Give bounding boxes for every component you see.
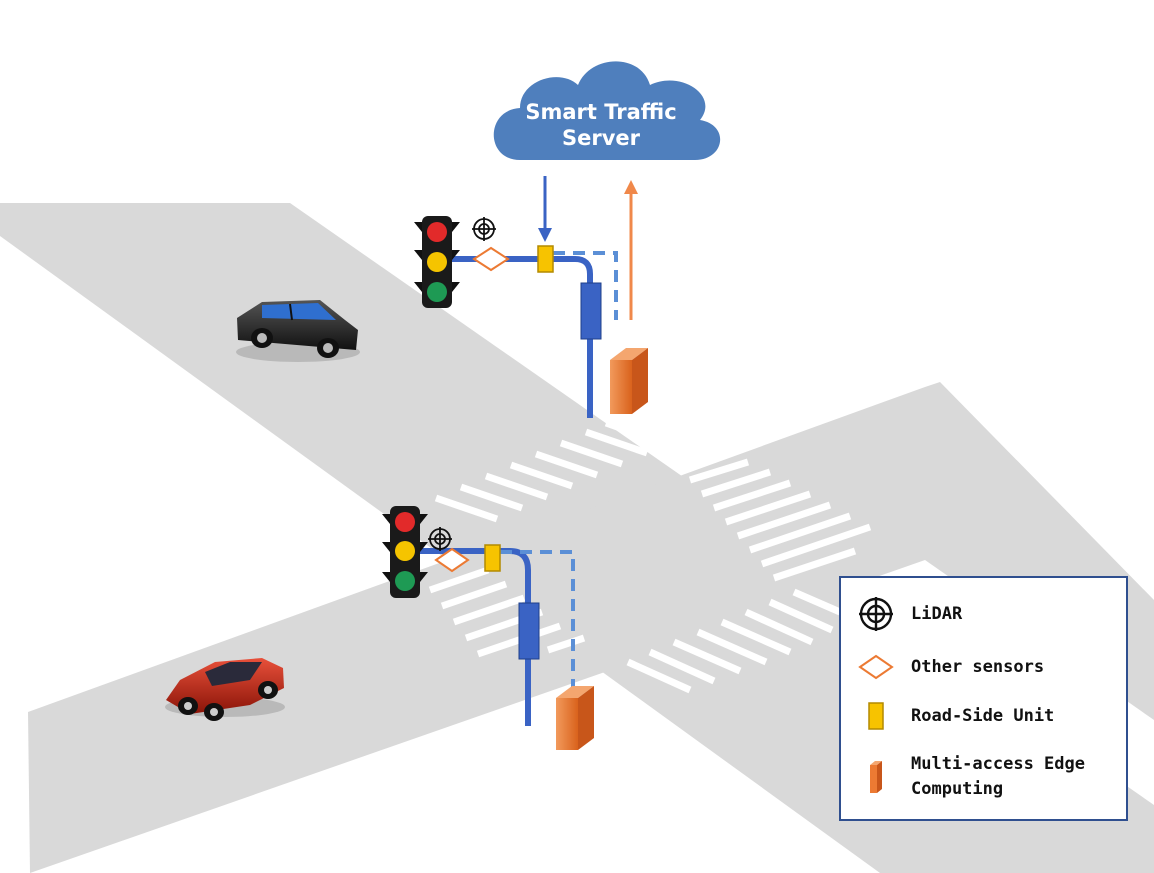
legend: LiDAR Other sensors Road-Side Unit Multi… (839, 576, 1128, 821)
downlink-arrow (538, 176, 552, 242)
traffic-light-icon (382, 506, 428, 598)
crosswalk-west (428, 566, 586, 658)
red-car-icon (165, 658, 285, 721)
mec-server-icon (610, 348, 648, 414)
smart-traffic-cloud: Smart Traffic Server (493, 61, 721, 160)
legend-label-lidar: LiDAR (911, 603, 963, 624)
road-cross (28, 387, 925, 873)
cloud-title-line2: Server (562, 126, 641, 150)
legend-label-mec-line1: Multi-access Edge (911, 754, 1085, 774)
mec-server-icon (870, 761, 882, 793)
other-sensor-icon (434, 547, 470, 573)
other-sensor-icon (858, 654, 894, 680)
lidar-icon (859, 597, 893, 631)
lower-signal-assembly (382, 506, 594, 750)
legend-label-mec-line2: Computing (911, 779, 1004, 799)
lidar-icon (428, 527, 452, 551)
road-side-unit-icon (484, 544, 501, 572)
cloud-title-line1: Smart Traffic (525, 100, 676, 124)
legend-item-mec: Multi-access Edge Computing (841, 752, 1085, 802)
crosswalk-north (434, 419, 664, 523)
legend-item-other-sensors: Other sensors (841, 652, 1044, 682)
uplink-arrow (624, 180, 638, 320)
road-side-unit-icon (868, 702, 884, 730)
upper-signal-assembly (414, 216, 648, 418)
legend-item-lidar: LiDAR (841, 597, 963, 631)
mec-server-icon (556, 686, 594, 750)
legend-label-other-sensors: Other sensors (911, 656, 1045, 677)
crosswalk-south (626, 588, 842, 694)
legend-item-rsu: Road-Side Unit (841, 701, 1054, 731)
black-car-icon (236, 300, 360, 362)
crosswalk-east (688, 458, 872, 582)
legend-label-rsu: Road-Side Unit (911, 705, 1055, 726)
traffic-light-icon (414, 216, 460, 308)
road-side-unit-icon (537, 245, 554, 273)
other-sensor-icon (472, 246, 510, 272)
lidar-icon (472, 217, 496, 241)
legend-label-mec: Multi-access Edge Computing (911, 752, 1085, 802)
